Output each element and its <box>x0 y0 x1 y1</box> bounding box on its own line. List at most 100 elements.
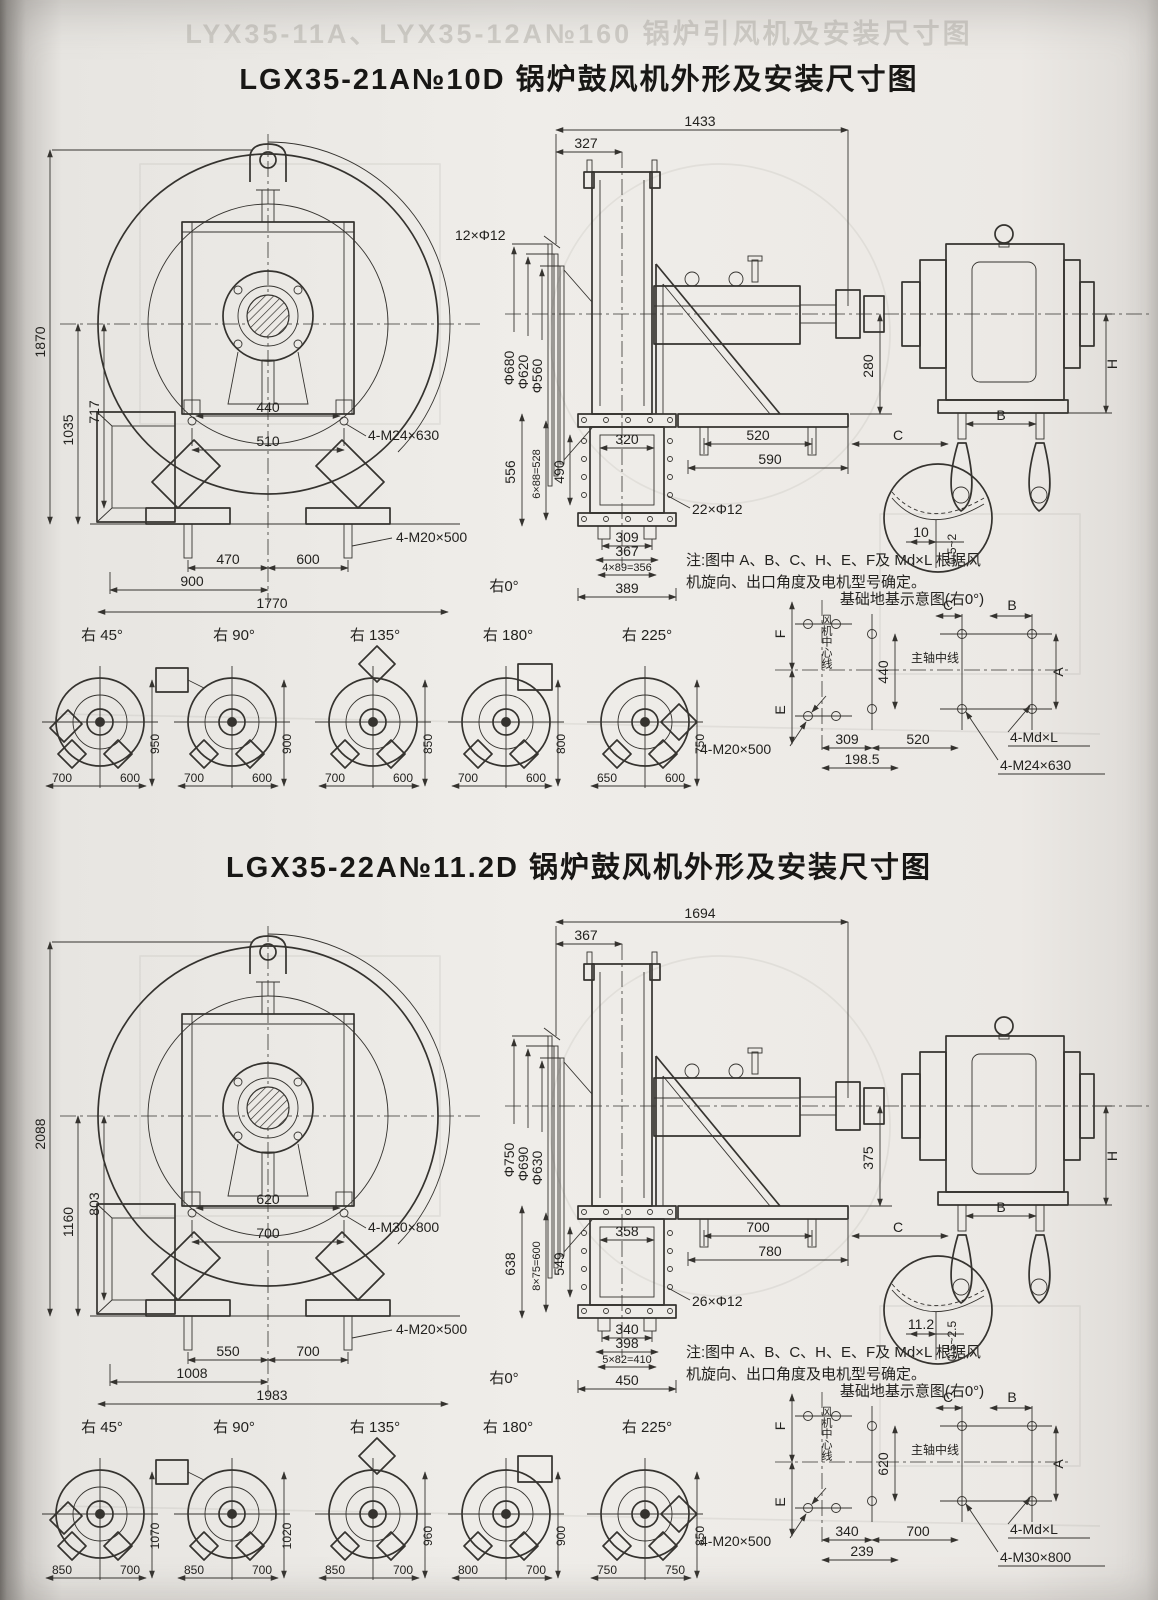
dim-w2: 198.5 <box>844 751 879 767</box>
orientation-dim-right: 700 <box>252 1563 272 1577</box>
note-line-1: 注:图中 A、B、C、H、E、F及 Md×L 根据风 <box>686 1344 981 1361</box>
orientation-fan-90: 右 90° 700 600 900 <box>155 627 294 789</box>
orientation-dim-height: 900 <box>280 734 294 754</box>
dim-overall-height: 1870 <box>32 326 48 357</box>
inlet-cone <box>512 243 593 487</box>
anchor-hook-left <box>950 1234 973 1304</box>
dim-inlet-to-center: 367 <box>574 927 598 943</box>
outlet-45 <box>49 709 83 743</box>
dim-found-c: C <box>943 1389 953 1405</box>
scroll-casing <box>97 153 439 495</box>
orientation-dim-right: 600 <box>252 771 272 785</box>
dim-inlet-d-outer: Φ750 <box>501 1143 517 1178</box>
detail-gap: 0.5~2.5 <box>945 1320 959 1361</box>
dim-outlet-w2: 367 <box>615 543 639 559</box>
dim-outlet-inner-h: 490 <box>551 460 567 484</box>
outlet-180 <box>517 1455 553 1483</box>
dim-bolt-to-axis: 717 <box>86 400 102 424</box>
bearing-housing <box>222 270 314 405</box>
orientation-dim-height: 1020 <box>280 1522 294 1549</box>
dim-e: E <box>772 1497 788 1506</box>
anchor-hook-right <box>1028 442 1051 512</box>
frame-bolt-label: 4-M24×630 <box>368 427 439 443</box>
motor-bolt-label: 4-Md×L <box>1010 729 1058 745</box>
inlet-bolts-label: 12×Φ12 <box>455 227 506 243</box>
figure-2-title: LGX35-22A№11.2D 锅炉鼓风机外形及安装尺寸图 <box>226 852 932 884</box>
orientation-dim-height: 750 <box>693 734 707 754</box>
detail-gap: 0.5~2 <box>945 533 959 564</box>
orientation-label: 右 45° <box>81 1419 123 1436</box>
shaft-section <box>246 294 290 338</box>
orientation-dim-height: 800 <box>554 734 568 754</box>
orientation-dim-left: 700 <box>52 771 72 785</box>
figure-1-title: LGX35-21A№10D 锅炉鼓风机外形及安装尺寸图 <box>239 64 919 96</box>
outlet-225 <box>660 703 698 741</box>
dim-h: H <box>1104 1151 1120 1161</box>
support-foot-right <box>305 1231 391 1351</box>
outlet-180 <box>517 663 553 691</box>
dim-inlet-d-mid: Φ620 <box>515 355 531 390</box>
foundation-frame-bolt-label: 4-M30×800 <box>1000 1549 1071 1565</box>
dim-outlet-pitch-h: 4×89=356 <box>602 562 652 574</box>
bearing-housing <box>222 1062 314 1197</box>
detail-circle: 11.2 0.5~2.5 <box>883 1255 993 1365</box>
dim-w2: 239 <box>850 1543 874 1559</box>
orientation-dim-left: 850 <box>184 1563 204 1577</box>
ghost-bleedthrough <box>59 955 1101 1527</box>
foundation-title: 基础地基示意图(右0°) <box>840 590 984 608</box>
dim-inlet-to-center: 327 <box>574 135 598 151</box>
dim-outlet-w1: 309 <box>615 529 639 545</box>
dim-overall-width: 1770 <box>256 595 287 611</box>
outlet-90 <box>155 667 189 693</box>
motor <box>901 224 1095 512</box>
dim-outlet-inner-w: 320 <box>615 431 639 447</box>
dim-overall-length: 1694 <box>684 905 715 921</box>
foot-bolt-label: 4-M20×500 <box>396 529 467 545</box>
dim-b: B <box>996 1199 1005 1215</box>
motor-bolt-label: 4-Md×L <box>1010 1521 1058 1537</box>
outlet-90 <box>155 1459 189 1485</box>
dim-outlet-w2: 398 <box>615 1335 639 1351</box>
fan-centerline-label: 风机中心线 <box>820 614 833 669</box>
orientation-label: 右 135° <box>350 1419 400 1436</box>
dim-overall-length: 1433 <box>684 113 715 129</box>
detail-offset: 10 <box>913 524 929 540</box>
side-view: 1433 327 Φ680 Φ620 Φ560 <box>455 113 1150 601</box>
orientation-dim-height: 960 <box>421 1526 435 1546</box>
dim-base-bolt-span: 700 <box>746 1219 770 1235</box>
dim-foot-right-span: 600 <box>296 551 320 567</box>
dim-inlet-d-outer: Φ680 <box>501 351 517 386</box>
dim-b: B <box>996 407 1005 423</box>
support-foot-left <box>145 1231 231 1351</box>
dim-base-to-axis: 375 <box>860 1146 876 1170</box>
orientation-label: 右 180° <box>483 1419 533 1436</box>
orientation-zero-label: 右0° <box>489 578 518 595</box>
orientation-dim-left: 700 <box>184 771 204 785</box>
coupling <box>835 289 885 339</box>
orientation-dim-height: 1070 <box>148 1522 162 1549</box>
note-line-2: 机旋向、出口角度及电机型号确定。 <box>686 574 926 591</box>
dim-frame-span: 510 <box>256 433 280 449</box>
inlet-ring <box>147 995 389 1237</box>
foundation-diagram: 基础地基示意图(右0°) F E 风机中心线 主轴中线 620 340 239 … <box>700 1382 1105 1567</box>
ghost-bleed-title: LYX35-11A、LYX35-12A№160 锅炉引风机及安装尺寸图 <box>185 19 973 49</box>
orientation-label: 右 225° <box>622 627 672 644</box>
outlet-135 <box>358 645 396 683</box>
dim-found-a: A <box>1050 1459 1066 1469</box>
shaft-section <box>246 1086 290 1130</box>
dim-f: F <box>772 1422 788 1431</box>
dim-h: H <box>1104 359 1120 369</box>
base-plate <box>677 1205 849 1220</box>
dim-inlet-span: 1008 <box>176 1365 207 1381</box>
orientation-label: 右 90° <box>213 627 255 644</box>
foot-bolt-label: 4-M20×500 <box>396 1321 467 1337</box>
orientation-fan-225: 右 225° 650 600 750 <box>587 627 707 789</box>
outlet-225 <box>660 1495 698 1533</box>
dim-outlet-pitch-v: 8×75=600 <box>531 1241 543 1291</box>
orientation-fan-135: 右 135° 850 700 960 <box>315 1419 435 1581</box>
bearing-unit <box>653 1047 837 1137</box>
front-view: 1870 1035 717 440 510 4-M24×630 4-M20×50… <box>32 134 480 615</box>
orientation-label: 右 180° <box>483 627 533 644</box>
inlet-box <box>96 411 176 523</box>
dim-c: C <box>893 1219 903 1235</box>
